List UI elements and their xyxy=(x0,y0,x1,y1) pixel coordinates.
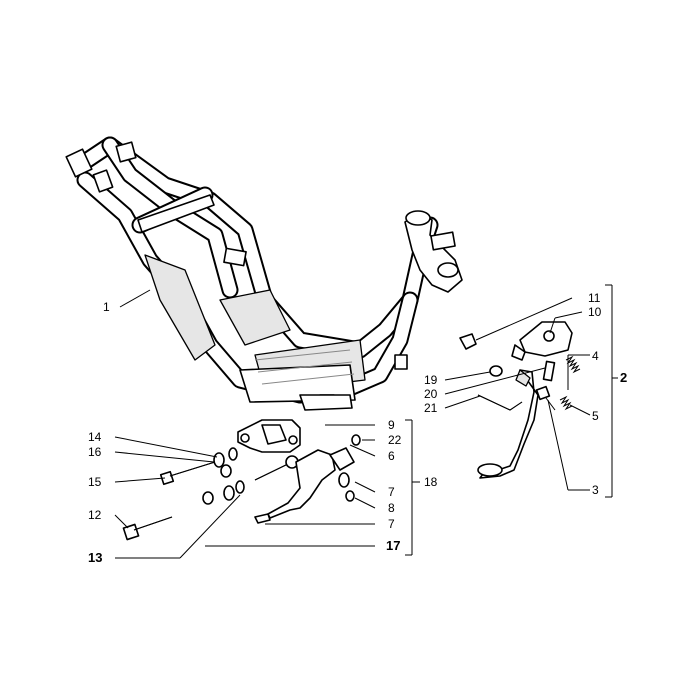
callout-9: 9 xyxy=(388,418,395,432)
callout-10: 10 xyxy=(588,305,602,319)
callout-6: 6 xyxy=(388,449,395,463)
callout-19: 19 xyxy=(424,373,438,387)
callout-2: 2 xyxy=(620,370,627,385)
callout-8: 8 xyxy=(388,501,395,515)
scooter-frame xyxy=(65,136,463,411)
callout-16: 16 xyxy=(88,445,102,459)
callout-7b: 7 xyxy=(388,517,395,531)
leader-lines xyxy=(114,284,618,559)
callout-3: 3 xyxy=(592,483,599,497)
callout-5: 5 xyxy=(592,409,599,423)
pin-shaft xyxy=(254,455,299,481)
engine-mount-bracket xyxy=(237,419,301,453)
callout-1: 1 xyxy=(103,300,110,314)
nuts-washers xyxy=(202,447,245,505)
callout-4: 4 xyxy=(592,349,599,363)
callout-15: 15 xyxy=(88,475,102,489)
long-bolt-12 xyxy=(122,516,173,541)
callout-labels: 1 2 3 4 5 6 7 7 8 9 10 11 12 13 14 15 16… xyxy=(88,291,627,565)
callout-22: 22 xyxy=(388,433,402,447)
callout-18: 18 xyxy=(424,475,438,489)
callout-17: 17 xyxy=(386,538,400,553)
centre-stand-lever xyxy=(254,434,361,524)
callout-11: 11 xyxy=(588,291,601,305)
side-stand-assembly xyxy=(459,321,581,479)
callout-13: 13 xyxy=(88,550,102,565)
callout-12: 12 xyxy=(88,508,102,522)
callout-21: 21 xyxy=(424,401,438,415)
callout-20: 20 xyxy=(424,387,438,401)
long-bolt-15 xyxy=(159,461,216,486)
callout-7a: 7 xyxy=(388,485,395,499)
callout-14: 14 xyxy=(88,430,102,444)
